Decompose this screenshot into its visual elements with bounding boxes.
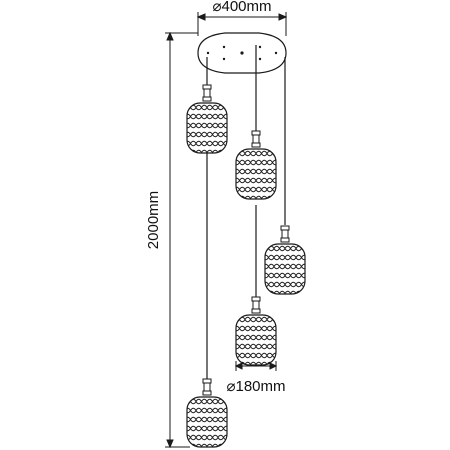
shade-dimension-line bbox=[234, 361, 278, 371]
height-dimension-line bbox=[165, 31, 198, 449]
pendant-shade bbox=[264, 225, 306, 295]
pendant-shade bbox=[235, 130, 277, 200]
pendant-shade bbox=[186, 378, 228, 448]
canopy bbox=[197, 32, 287, 74]
pendant-shade bbox=[186, 84, 228, 154]
pendant-shade bbox=[235, 296, 277, 366]
canopy-diameter-label: ⌀400mm bbox=[212, 0, 271, 15]
canopy-dimension-line bbox=[196, 12, 288, 36]
total-height-label: 2000mm bbox=[145, 191, 162, 249]
shade-diameter-label: ⌀180mm bbox=[226, 378, 285, 395]
cables bbox=[206, 45, 286, 380]
